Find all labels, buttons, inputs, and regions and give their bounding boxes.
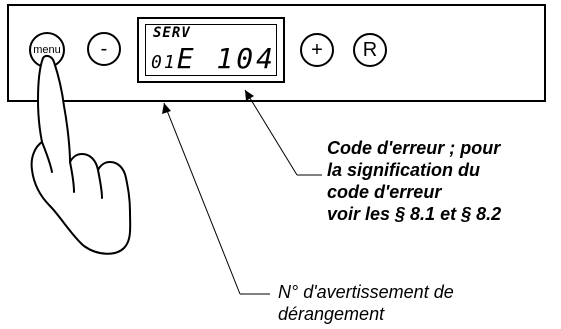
lcd-error-code: E 104 — [176, 42, 276, 75]
minus-button-label: - — [100, 37, 108, 60]
pointing-hand-icon — [30, 54, 132, 255]
warning-number-caption-line: dérangement — [278, 304, 385, 324]
lcd-service-text: SERV — [153, 25, 191, 41]
menu-button-label: menu — [33, 44, 61, 56]
warning-number-caption: N° d'avertissement de dérangement — [278, 281, 454, 325]
reset-button-label: R — [362, 38, 378, 61]
error-code-leader — [244, 89, 322, 176]
lcd-code-line: 01E 104 — [151, 42, 276, 75]
error-code-arrow — [245, 90, 254, 101]
lcd-screen: SERV 01E 104 — [145, 24, 277, 76]
error-code-caption: Code d'erreur ; pour la signification du… — [327, 137, 501, 225]
lcd-display: SERV 01E 104 — [137, 17, 285, 83]
plus-button-label: + — [311, 38, 323, 61]
lcd-warning-number: 01 — [151, 52, 177, 73]
plus-button[interactable]: + — [300, 33, 334, 67]
warning-number-caption-line: N° d'avertissement de — [278, 282, 454, 302]
error-code-caption-line: code d'erreur — [327, 182, 442, 202]
warning-number-leader — [163, 102, 270, 295]
error-code-caption-line: la signification du — [327, 160, 481, 180]
error-code-caption-line: Code d'erreur ; pour — [327, 138, 501, 158]
warning-number-arrow — [162, 103, 171, 114]
reset-button[interactable]: R — [353, 33, 387, 67]
minus-button[interactable]: - — [87, 32, 121, 66]
error-code-caption-line: voir les § 8.1 et § 8.2 — [327, 204, 502, 224]
